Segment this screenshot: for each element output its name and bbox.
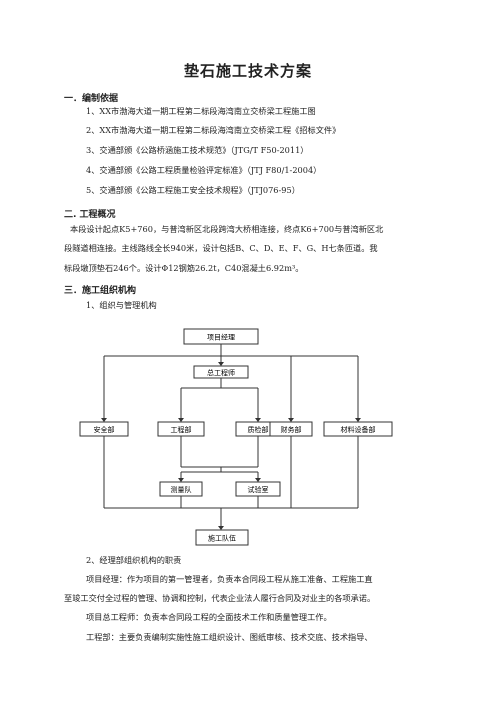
duties-line-4: 工程部：主要负责编制实施性施工组织设计、图纸审核、技术交底、技术指导、: [86, 632, 373, 642]
svg-text:项目经理: 项目经理: [207, 333, 235, 342]
svg-text:试验室: 试验室: [248, 485, 269, 494]
overview-line-1: 本段设计起点K5+760，与普湾新区北段跨湾大桥相连接，终点K6+700与普湾新…: [70, 224, 384, 234]
svg-text:测量队: 测量队: [171, 485, 192, 494]
duties-line-3: 项目总工程师：负责本合同段工程的全面技术工作和质量管理工作。: [86, 612, 332, 622]
org-node-materials: 材料设备部: [323, 421, 393, 437]
basis-item-5: 5、交通部颁《公路工程施工安全技术规程》（JTJ076-95）: [86, 185, 300, 195]
org-node-team: 施工队伍: [195, 529, 249, 546]
org-node-engineering: 工程部: [157, 421, 205, 437]
basis-item-2: 2、XX市渤海大道一期工程第二标段海湾南立交桥梁工程《招标文件》: [86, 125, 341, 135]
basis-item-1: 1、XX市渤海大道一期工程第二标段海湾南立交桥梁工程施工图: [86, 106, 316, 116]
org-chart: 项目经理 总工程师 安全部 工程部 质检部 财务部 材料设备部 测量队 试验室 …: [79, 328, 393, 546]
page-title: 垫石施工技术方案: [183, 62, 312, 80]
section-heading-basis: 一．编制依据: [64, 94, 119, 104]
duties-line-1: 项目经理：作为项目的第一管理者，负责本合同段工程从施工准备、工程施工直: [86, 574, 373, 584]
org-node-manager: 项目经理: [183, 328, 259, 345]
svg-text:总工程师: 总工程师: [207, 368, 235, 377]
overview-line-2: 段隧道相连接。主线路线全长940米，设计包括B、C、D、E、F、G、H七条匝道。…: [64, 243, 378, 253]
svg-text:施工队伍: 施工队伍: [208, 534, 236, 543]
org-chart-connectors: [103, 344, 359, 530]
basis-item-3: 3、交通部颁《公路桥涵施工技术规范》（JTG/T F50-2011）: [86, 145, 309, 155]
basis-item-4: 4、交通部颁《公路工程质量检验评定标准》（JTJ F80/1-2004）: [86, 165, 322, 175]
section-heading-organization: 三．施工组织机构: [64, 286, 137, 296]
svg-text:质检部: 质检部: [248, 425, 269, 434]
org-node-safety: 安全部: [79, 421, 129, 437]
svg-text:材料设备部: 材料设备部: [341, 425, 376, 434]
overview-line-3: 标段墩顶垫石246个。设计Φ12钢筋26.2t，C40混凝土6.92m³。: [64, 263, 304, 273]
svg-text:工程部: 工程部: [171, 425, 192, 434]
org-node-lab: 试验室: [235, 481, 281, 497]
svg-text:安全部: 安全部: [94, 425, 115, 434]
org-node-finance: 财务部: [269, 421, 313, 437]
org-subheading-2: 2、经理部组织机构的职责: [86, 555, 182, 565]
org-chart-arrowheads: [101, 362, 361, 530]
org-node-chief-engineer: 总工程师: [193, 365, 249, 379]
org-subheading-1: 1、组织与管理机构: [86, 300, 157, 310]
duties-line-2: 至竣工交付全过程的管理、协调和控制，代表企业法人履行合同及对业主的各项承诺。: [64, 593, 376, 603]
section-heading-overview: 二. 工程概况: [64, 210, 116, 220]
org-node-survey: 测量队: [159, 481, 203, 497]
svg-text:财务部: 财务部: [281, 425, 302, 434]
